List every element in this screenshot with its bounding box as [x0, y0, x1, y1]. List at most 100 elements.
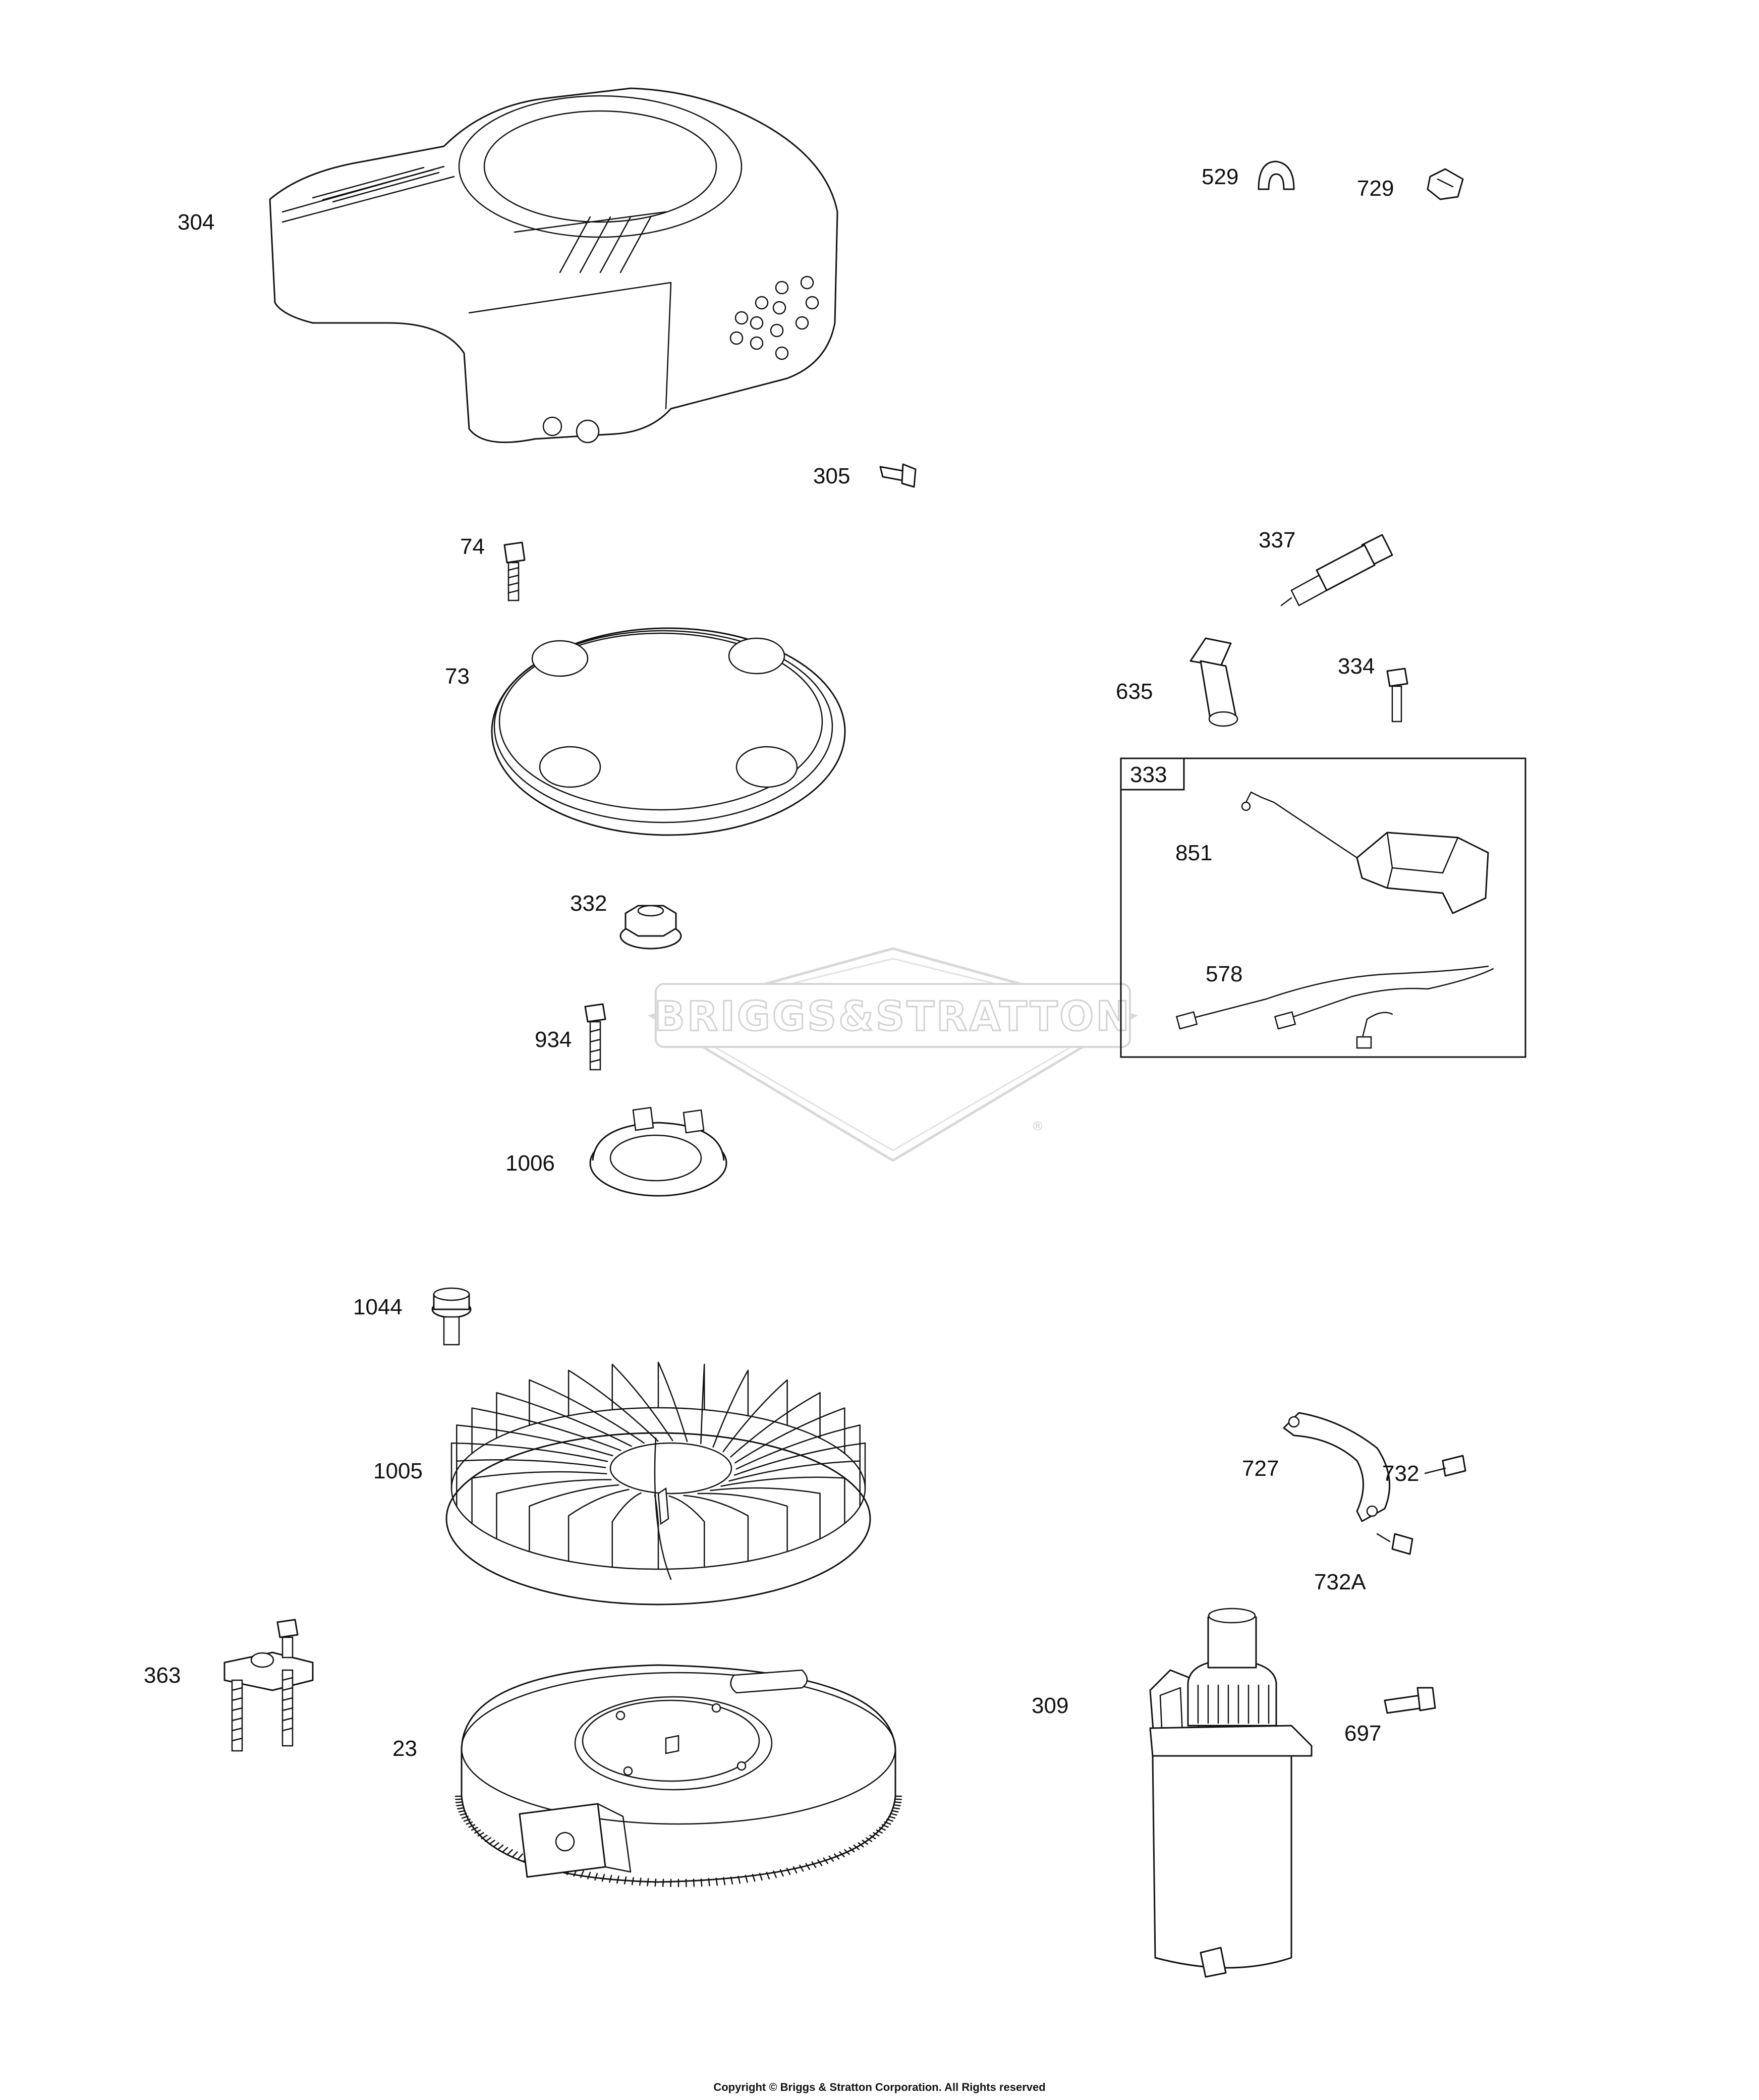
- ring-gear-tooth: [730, 1876, 733, 1885]
- ring-gear-tooth: [792, 1866, 798, 1874]
- ring-gear-tooth: [891, 1810, 899, 1813]
- ring-gear-tooth: [737, 1875, 741, 1884]
- ring-gear-tooth: [601, 1873, 605, 1882]
- part-851-wire-terminal: [1241, 791, 1358, 859]
- part-337-spark-plug: [1280, 534, 1393, 606]
- ring-gear-tooth: [488, 1840, 495, 1845]
- ring-gear-tooth: [844, 1849, 850, 1855]
- ring-gear-tooth: [817, 1859, 823, 1866]
- ring-gear-tooth: [876, 1829, 883, 1834]
- part-1044-bolt: [431, 1287, 472, 1346]
- ring-gear-tooth: [873, 1832, 880, 1837]
- ring-gear-tooth: [455, 1801, 463, 1803]
- callout-73: 73: [445, 664, 470, 689]
- callout-1005: 1005: [373, 1459, 423, 1483]
- callout-337: 337: [1259, 528, 1295, 552]
- fan-blade: [450, 1442, 608, 1489]
- ring-gear-tooth: [823, 1857, 829, 1864]
- part-333-armature: [1356, 832, 1489, 914]
- fan-blade: [611, 1363, 673, 1442]
- ring-gear-tooth: [799, 1864, 804, 1872]
- callout-305: 305: [813, 464, 850, 488]
- callout-333: 333: [1130, 762, 1167, 787]
- part-697-screw: [1384, 1687, 1436, 1714]
- ring-gear-tooth: [468, 1824, 476, 1828]
- ring-gear-tooth: [481, 1835, 488, 1840]
- fan-blade: [733, 1442, 866, 1489]
- callout-304: 304: [178, 210, 214, 235]
- fan-blade: [496, 1479, 612, 1540]
- fan-blade: [720, 1476, 845, 1524]
- part-333-ignition-armature-box: [1120, 757, 1526, 1058]
- ring-gear-tooth: [834, 1853, 840, 1860]
- ring-gear-tooth: [839, 1851, 845, 1858]
- fan-blade: [471, 1471, 607, 1524]
- ring-gear-tooth: [616, 1875, 619, 1884]
- ring-gear-tooth: [507, 1849, 513, 1855]
- ring-gear-tooth: [759, 1872, 763, 1881]
- callout-578: 578: [1206, 962, 1242, 986]
- ring-gear-tooth: [700, 1878, 703, 1887]
- callout-732: 732: [1382, 1461, 1419, 1486]
- briggs-stratton-watermark: BRIGGS&STRATTON ®: [647, 947, 1139, 1162]
- ring-gear-tooth: [484, 1837, 491, 1842]
- ring-gear-tooth: [493, 1842, 499, 1848]
- part-332-nut: [619, 905, 682, 950]
- part-635-spark-plug-boot: [1189, 637, 1238, 727]
- callout-732A: 732A: [1314, 1570, 1366, 1594]
- ring-gear-tooth: [594, 1872, 598, 1881]
- ring-gear-tooth: [894, 1801, 902, 1803]
- fan-blade: [730, 1392, 821, 1458]
- callout-529: 529: [1202, 164, 1238, 189]
- ring-gear-tooth: [890, 1813, 897, 1816]
- ring-gear-tooth: [723, 1877, 726, 1886]
- part-529-grommet: [1258, 160, 1295, 190]
- fan-blade: [668, 1495, 705, 1568]
- ring-gear-tooth: [631, 1877, 634, 1886]
- part-23-flywheel: [455, 1664, 902, 1888]
- part-334-screw: [1386, 668, 1408, 723]
- ring-gear-tooth: [892, 1807, 900, 1810]
- ring-gear-tooth: [463, 1818, 471, 1822]
- callout-697: 697: [1344, 1721, 1381, 1746]
- ring-gear-tooth: [886, 1818, 894, 1822]
- fan-blade: [657, 1361, 688, 1442]
- ring-gear-tooth: [647, 1878, 649, 1887]
- ring-gear-tooth: [587, 1871, 591, 1880]
- part-727-bracket: [1283, 1412, 1391, 1522]
- ring-gear-tooth: [881, 1824, 889, 1828]
- callout-851: 851: [1175, 841, 1212, 865]
- part-305-screw: [879, 463, 917, 488]
- ring-gear-tooth: [654, 1878, 657, 1887]
- part-1005-fan: [445, 1361, 871, 1606]
- fan-blade: [568, 1369, 659, 1442]
- callout-729: 729: [1357, 176, 1394, 201]
- ring-gear-tooth: [811, 1861, 817, 1868]
- ring-gear-tooth: [786, 1867, 791, 1875]
- fan-blade: [735, 1424, 861, 1471]
- callout-1044: 1044: [353, 1295, 403, 1319]
- part-934-screw: [584, 1003, 606, 1071]
- fan-blade: [683, 1495, 749, 1562]
- ring-gear-tooth: [471, 1827, 478, 1831]
- ring-gear-tooth: [474, 1829, 481, 1834]
- fan-blade: [697, 1493, 788, 1553]
- ring-gear-tooth: [884, 1821, 891, 1825]
- fan-blade: [529, 1484, 619, 1553]
- ring-gear-tooth: [779, 1869, 784, 1877]
- part-73-cover: [491, 627, 846, 836]
- callout-363: 363: [144, 1663, 181, 1688]
- watermark-text: BRIGGS&STRATTON: [654, 993, 1131, 1040]
- ring-gear-tooth: [457, 1807, 465, 1810]
- ring-gear-tooth: [609, 1874, 612, 1883]
- ring-gear-tooth: [477, 1832, 484, 1837]
- ring-gear-tooth: [766, 1871, 770, 1880]
- part-1006-ratchet: [589, 1107, 727, 1197]
- ring-gear-tooth: [888, 1815, 896, 1819]
- fan-blade: [728, 1460, 861, 1507]
- callout-74: 74: [460, 534, 485, 559]
- ring-gear-tooth: [461, 1815, 469, 1819]
- part-74-screw: [503, 541, 526, 601]
- fan-blade: [710, 1487, 821, 1540]
